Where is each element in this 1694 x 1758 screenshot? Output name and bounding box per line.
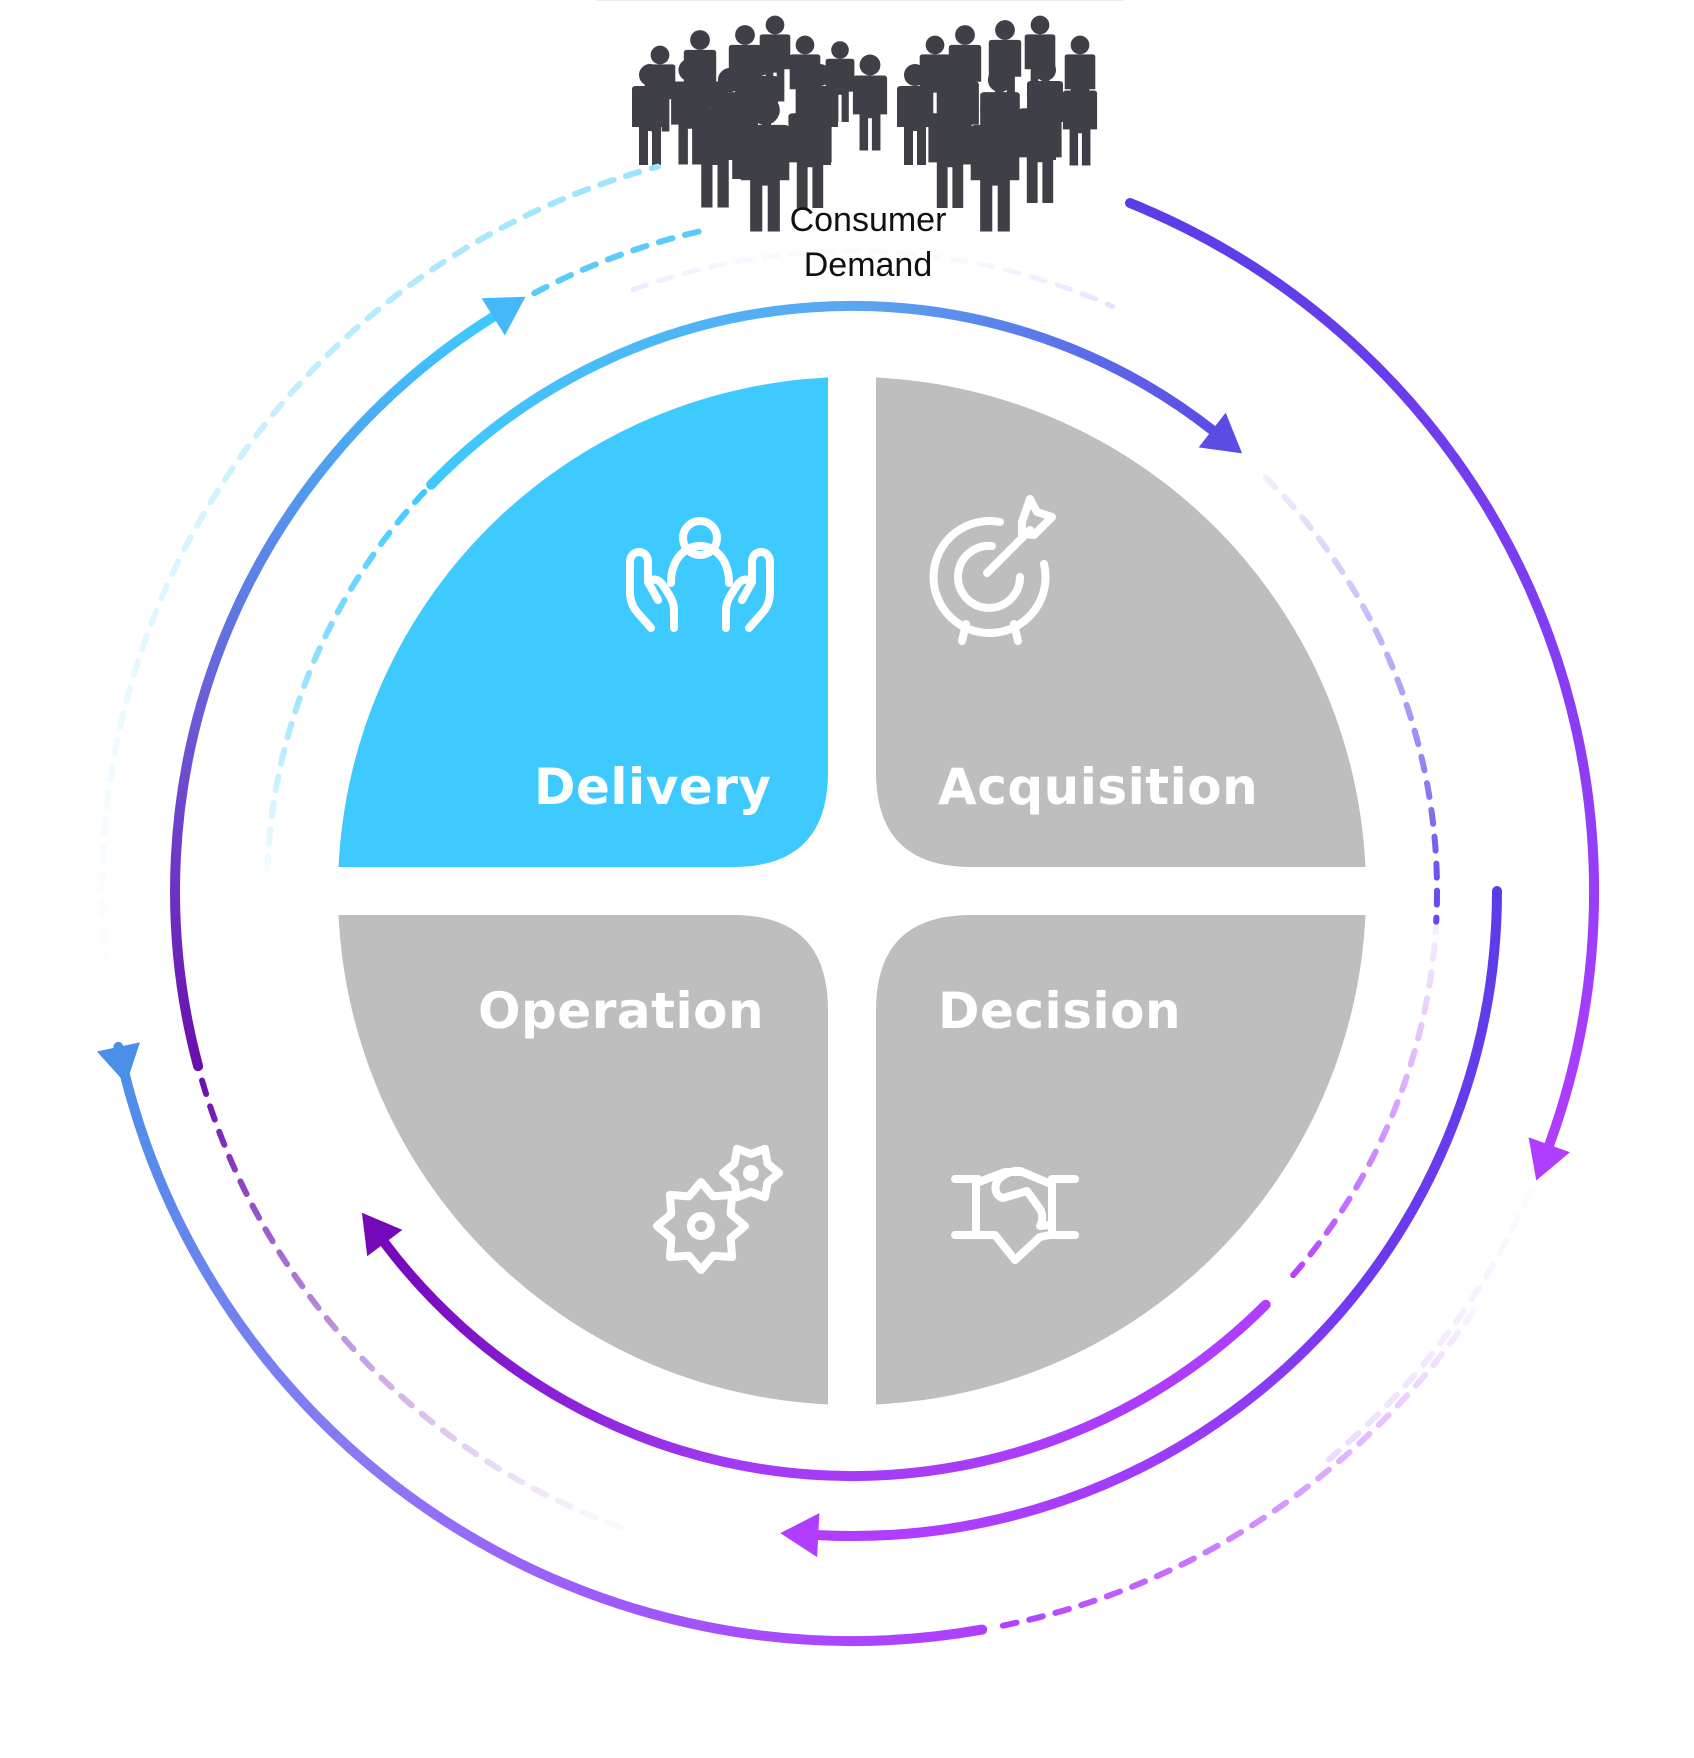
outer-arc-topright [1125,198,1600,1150]
outer-dashed-right [1325,1189,1533,1463]
inner-dashed-right [1283,888,1440,1286]
person-figure [970,95,1020,232]
outer-dashed-bottomright [992,1307,1477,1631]
middle-dashed-top [531,225,715,297]
person-figure [692,81,738,208]
faint-dashed-top [630,248,1115,309]
person-figure [928,86,972,208]
quadrant-delivery [338,377,828,867]
inner-dashed-topright [1262,474,1440,925]
quadrant-label-decision: Decision [938,982,1182,1040]
crowd-of-people-icon [632,15,1098,232]
person-figure [632,64,668,165]
person-figure [740,95,790,232]
person-figure [788,86,832,208]
person-figure [852,54,888,151]
quadrant-pie [338,377,1366,1405]
flow-rings [96,163,1600,1646]
caption-line-1: Consumer [789,201,947,239]
quadrant-label-delivery: Delivery [534,758,772,816]
hands-supporting-person-icon [626,517,774,632]
outer-left-arrowhead [96,1042,140,1085]
handshake-icon [951,1166,1079,1264]
person-figure [1062,69,1098,166]
top-divider-line [596,0,1124,1]
gears-icon [653,1144,783,1274]
middle-dashed-bottomleft [198,1074,624,1531]
quadrant-label-acquisition: Acquisition [938,758,1259,816]
person-figure [897,64,933,165]
quadrant-decision [876,915,1366,1405]
outer-right-arrowhead [1528,1137,1570,1181]
inner-arc-top [426,301,1218,490]
consumer-demand-caption: Consumer Demand [752,198,984,288]
outer-arc-bottomleft [113,1041,988,1646]
middle-arc-right [813,886,1502,1541]
quadrant-acquisition [876,377,1366,867]
quadrant-label-operation: Operation [478,982,765,1040]
outer-dashed-left [99,163,661,999]
middle-right-arrowhead [780,1513,820,1558]
target-arrow-icon [929,495,1056,645]
person-figure [1018,81,1062,203]
caption-line-2: Demand [803,246,933,284]
middle-arc-left [170,311,499,1072]
quadrant-operation [338,915,828,1405]
middle-left-arrowhead [481,296,526,336]
inner-top-arrowhead [1198,412,1243,454]
inner-bottom-arrowhead [361,1212,403,1257]
inner-arc-bottom [379,1238,1271,1482]
inner-dashed-left [264,489,428,874]
